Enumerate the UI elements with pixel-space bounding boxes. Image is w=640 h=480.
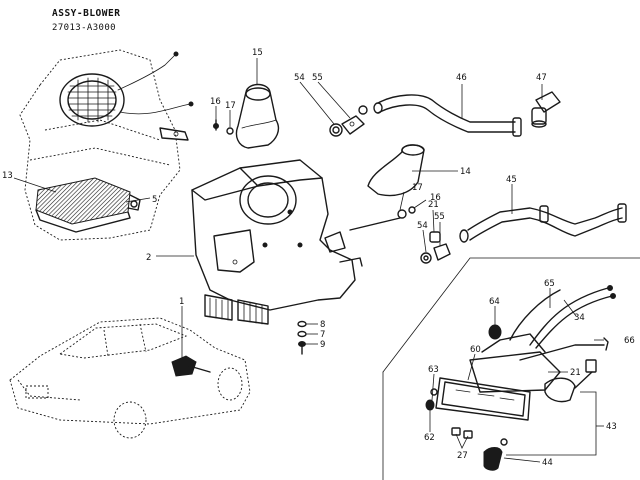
- callout-55: 55: [312, 73, 323, 83]
- part-47-water-valve: [531, 91, 561, 128]
- callout-2: 2: [146, 253, 151, 263]
- part-16-17-screws-upper: [213, 119, 234, 135]
- callout-21: 21: [428, 200, 439, 210]
- assembly-part-number: 27013-A3000: [52, 23, 116, 33]
- callout-63: 63: [428, 365, 439, 375]
- callout-45: 45: [506, 175, 517, 185]
- callout-43: 43: [606, 422, 617, 432]
- callout-9: 9: [320, 340, 325, 350]
- part-15-air-duct: [235, 83, 280, 149]
- blower-assembly-inset: [19, 49, 194, 241]
- callout-64: 64: [489, 297, 500, 307]
- callout-13: 13: [2, 171, 13, 181]
- callout-1: 1: [179, 297, 184, 307]
- callout-14: 14: [460, 167, 471, 177]
- callout-44: 44: [542, 458, 553, 468]
- callout-16b: 16: [430, 193, 441, 203]
- callout-15: 15: [252, 48, 263, 58]
- callout-54b: 54: [417, 221, 428, 231]
- callout-62: 62: [424, 433, 435, 443]
- callout-46: 46: [456, 73, 467, 83]
- callout-8: 8: [320, 320, 325, 330]
- callout-7: 7: [320, 330, 325, 340]
- part-2-heater-unit-housing: [191, 159, 363, 325]
- assembly-title: ASSY-BLOWER: [52, 8, 120, 19]
- callout-labels: 15 16 17 54 55 46 47 13 5 14 17 16 45 21…: [2, 48, 635, 468]
- part-54-55-clamp-top: [329, 105, 368, 137]
- callout-66: 66: [624, 336, 635, 346]
- callout-54: 54: [294, 73, 305, 83]
- leader-lines: [13, 58, 604, 463]
- callout-21b: 21: [570, 368, 581, 378]
- part-46-heater-hose: [373, 94, 522, 137]
- callout-17b: 17: [412, 183, 423, 193]
- callout-34: 34: [574, 313, 585, 323]
- part-1-vehicle-outline: [9, 317, 251, 439]
- callout-47: 47: [536, 73, 547, 83]
- callout-60: 60: [470, 345, 481, 355]
- callout-17: 17: [225, 101, 236, 111]
- callout-16: 16: [210, 97, 221, 107]
- callout-55b: 55: [434, 212, 445, 222]
- control-panel-inset: [382, 257, 640, 480]
- callout-65: 65: [544, 279, 555, 289]
- callout-5: 5: [152, 195, 157, 205]
- part-14-air-duct: [367, 144, 425, 197]
- part-45-heater-hose: [459, 203, 627, 243]
- part-7-8-9-fasteners: [297, 320, 307, 355]
- callout-27: 27: [457, 451, 468, 461]
